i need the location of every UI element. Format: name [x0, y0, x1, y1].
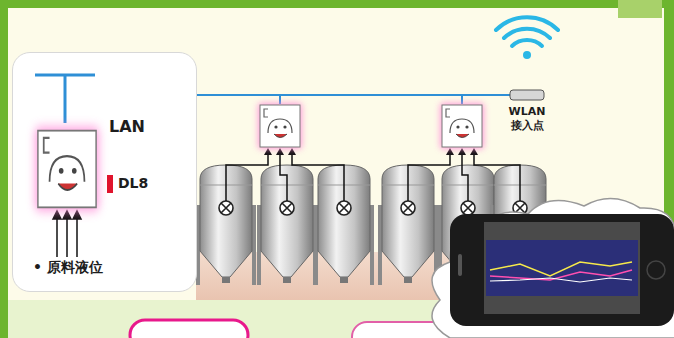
lan-line: [197, 94, 510, 96]
node-label: • 原料液位: [33, 259, 103, 277]
node-label: WLAN 接入点: [502, 105, 552, 133]
access-point: WLAN 接入点: [504, 89, 550, 101]
system-panel: LAN • 原料液位 DL8: [12, 52, 197, 292]
data-logger: DL8: [35, 127, 99, 211]
node-label: DL8: [107, 175, 148, 193]
logger-icon: [35, 127, 99, 211]
ap-icon: [504, 89, 550, 101]
node-label: LAN: [109, 117, 145, 137]
